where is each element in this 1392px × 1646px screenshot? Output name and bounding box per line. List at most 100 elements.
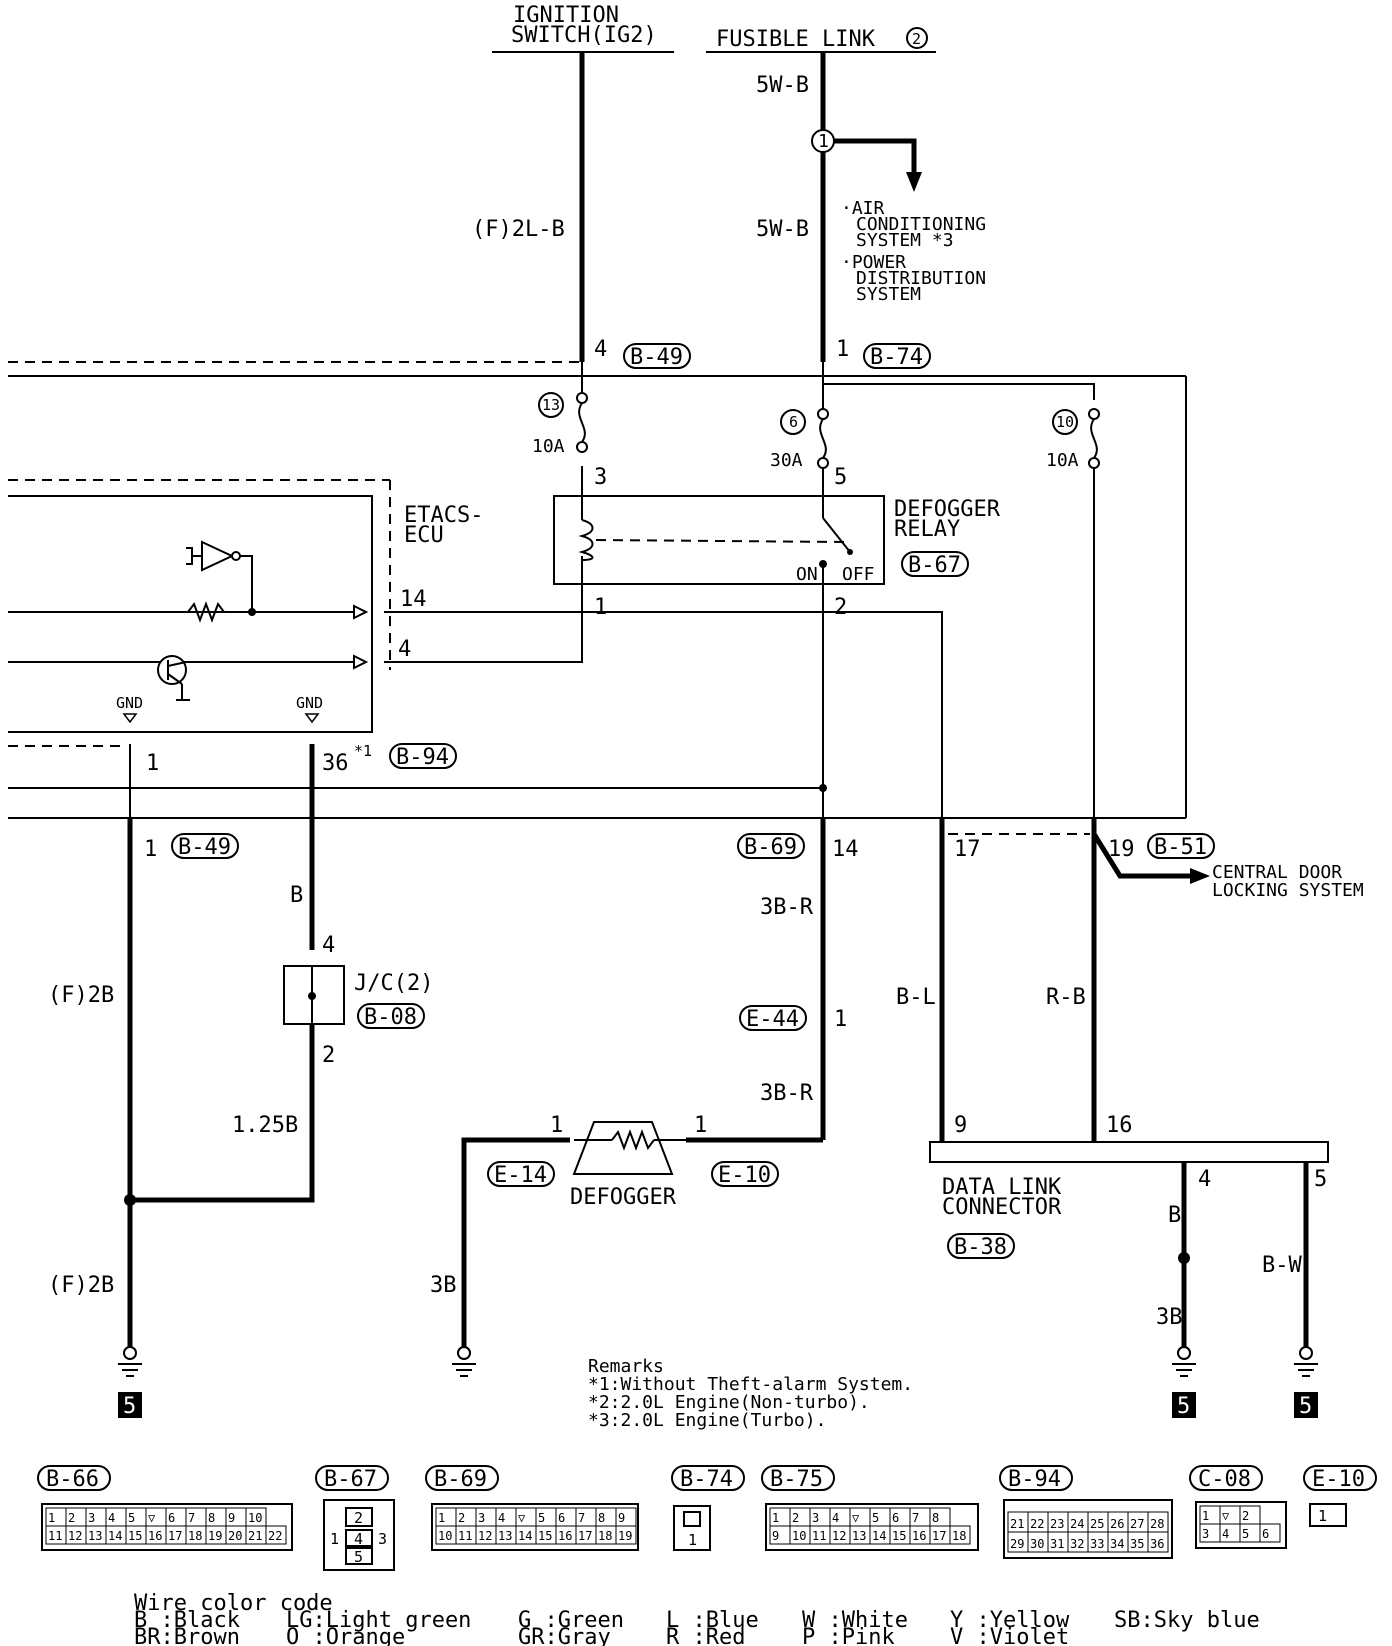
pin-cell: 5	[538, 1511, 545, 1525]
pin-cell: 24	[1070, 1517, 1084, 1531]
pin-cell: 18	[598, 1529, 612, 1543]
wire-label: 3B	[1156, 1305, 1183, 1330]
connector-view-e10: E-10 1	[1303, 1465, 1377, 1527]
pin-cell: 1	[1202, 1509, 1209, 1523]
pin-cell: 14	[872, 1529, 886, 1543]
defogger: DEFOGGER	[570, 1121, 686, 1210]
wire-label: (F)2L-B	[472, 217, 565, 242]
connector-view-label: C-08	[1198, 1467, 1251, 1492]
pin-cell: 15	[128, 1529, 142, 1543]
remark-line: *1:Without Theft-alarm System.	[588, 1374, 913, 1395]
pin-cell: 18	[952, 1529, 966, 1543]
pin-cell: 7	[578, 1511, 585, 1525]
ground-defogger	[452, 1346, 476, 1377]
ground-left: 5	[118, 1346, 142, 1419]
pin-cell: 6	[168, 1511, 175, 1525]
pin-cell-box	[1147, 1531, 1169, 1553]
pin-cell: 6	[558, 1511, 565, 1525]
pin-cell: 35	[1130, 1537, 1144, 1551]
pin-cell: 13	[498, 1529, 512, 1543]
ground-ref: 5	[1177, 1394, 1190, 1419]
fusible-link-label: FUSIBLE LINK	[716, 27, 876, 52]
pin-cell: 22	[268, 1529, 282, 1543]
pin-cell: 3	[812, 1511, 819, 1525]
pin-cell: 1	[48, 1511, 55, 1525]
fuse-rating: 10A	[1046, 450, 1079, 471]
pin-cell: ▽	[518, 1511, 526, 1525]
pin-number: 1	[694, 1113, 707, 1138]
connector-tag-b74: B-74	[870, 345, 923, 370]
connector-view-label: B-66	[46, 1467, 99, 1492]
pin-number: 14	[832, 837, 859, 862]
wire-label: B	[1168, 1203, 1181, 1228]
connector-view-b67: B-67 2 4 5 1 3	[315, 1465, 395, 1571]
pin-number: 4	[398, 637, 411, 662]
pin-cell: ▽	[148, 1511, 156, 1525]
ground-ref: 5	[1299, 1394, 1312, 1419]
wire-label: 5W-B	[756, 217, 809, 242]
connector-tag-b08: B-08	[364, 1005, 417, 1030]
pin-cell: 16	[912, 1529, 926, 1543]
pin-number: 5	[1314, 1167, 1327, 1192]
connector-view-label: B-67	[324, 1467, 377, 1492]
pin-cell: 10	[792, 1529, 806, 1543]
remark-line: *3:2.0L Engine(Turbo).	[588, 1410, 826, 1431]
pin-cell: 20	[228, 1529, 242, 1543]
pin-cell: 14	[518, 1529, 532, 1543]
fuse-6: 6 30A	[770, 408, 829, 471]
branch-item-system2: SYSTEM	[856, 284, 921, 305]
connector-tag-e14: E-14	[494, 1163, 547, 1188]
connector-tag-b94: B-94	[396, 745, 449, 770]
pin-cell: 10	[438, 1529, 452, 1543]
pin-cell: 1	[438, 1511, 445, 1525]
pin-number: 36	[322, 751, 349, 776]
connector-tag-b51: B-51	[1154, 835, 1207, 860]
pin-cell: 13	[852, 1529, 866, 1543]
pin-cell-box	[949, 1525, 971, 1545]
pin-number: 2	[834, 595, 847, 620]
pin-cell: 10	[248, 1511, 262, 1525]
pin-number: 1	[550, 1113, 563, 1138]
pin-number: 1	[836, 337, 849, 362]
pin-cell: 1	[1318, 1507, 1327, 1525]
pin-number: 2	[322, 1043, 335, 1068]
pin-cell: ▽	[852, 1511, 860, 1525]
connector-tag-b69: B-69	[744, 835, 797, 860]
pin-cell: 19	[618, 1529, 632, 1543]
pin-cell: 11	[48, 1529, 62, 1543]
pin-cell: 4	[832, 1511, 839, 1525]
pin-cell: 15	[892, 1529, 906, 1543]
pin-cell: 6	[892, 1511, 899, 1525]
pin-cell: 8	[208, 1511, 215, 1525]
ignition-switch-source: IGNITION SWITCH(IG2)	[492, 3, 674, 53]
pin-number: 9	[954, 1113, 967, 1138]
color-entry: B :Black	[134, 1608, 240, 1633]
etacs-ecu: ETACS- ECU GND GND	[8, 479, 483, 733]
pin-cell: 12	[832, 1529, 846, 1543]
pin-cell: 4	[354, 1530, 363, 1548]
branch-destinations: 1 ·AIR CONDITIONING SYSTEM *3 ·POWER DIS…	[818, 131, 986, 305]
pin-cell: 12	[68, 1529, 82, 1543]
connector-view-label: B-69	[434, 1467, 487, 1492]
pin-cell: 11	[458, 1529, 472, 1543]
color-entry: R :Red	[666, 1625, 745, 1646]
pin-cell: 16	[148, 1529, 162, 1543]
ground-symbols: 5 5 5	[118, 1346, 1318, 1419]
pin-numbers: 4 1 3 5 1 2 14 4 1 36 *1 1 14 17 19 4 2 …	[144, 337, 1327, 1192]
color-entry: GR:Gray	[518, 1625, 611, 1646]
pin-cell: 21	[1010, 1517, 1024, 1531]
pin-cell: 27	[1130, 1517, 1144, 1531]
gnd-label: GND	[116, 694, 143, 712]
wires	[8, 52, 1309, 1348]
pin-cell: 2	[1242, 1509, 1249, 1523]
pin-cell: ▽	[1222, 1509, 1230, 1523]
ignition-switch-label-2: SWITCH(IG2)	[511, 23, 657, 48]
wire-label: B	[290, 883, 303, 908]
connector-tag-b49: B-49	[630, 345, 683, 370]
pin-cell: 18	[188, 1529, 202, 1543]
pin-cell: 15	[538, 1529, 552, 1543]
fuse-number: 13	[542, 396, 560, 414]
